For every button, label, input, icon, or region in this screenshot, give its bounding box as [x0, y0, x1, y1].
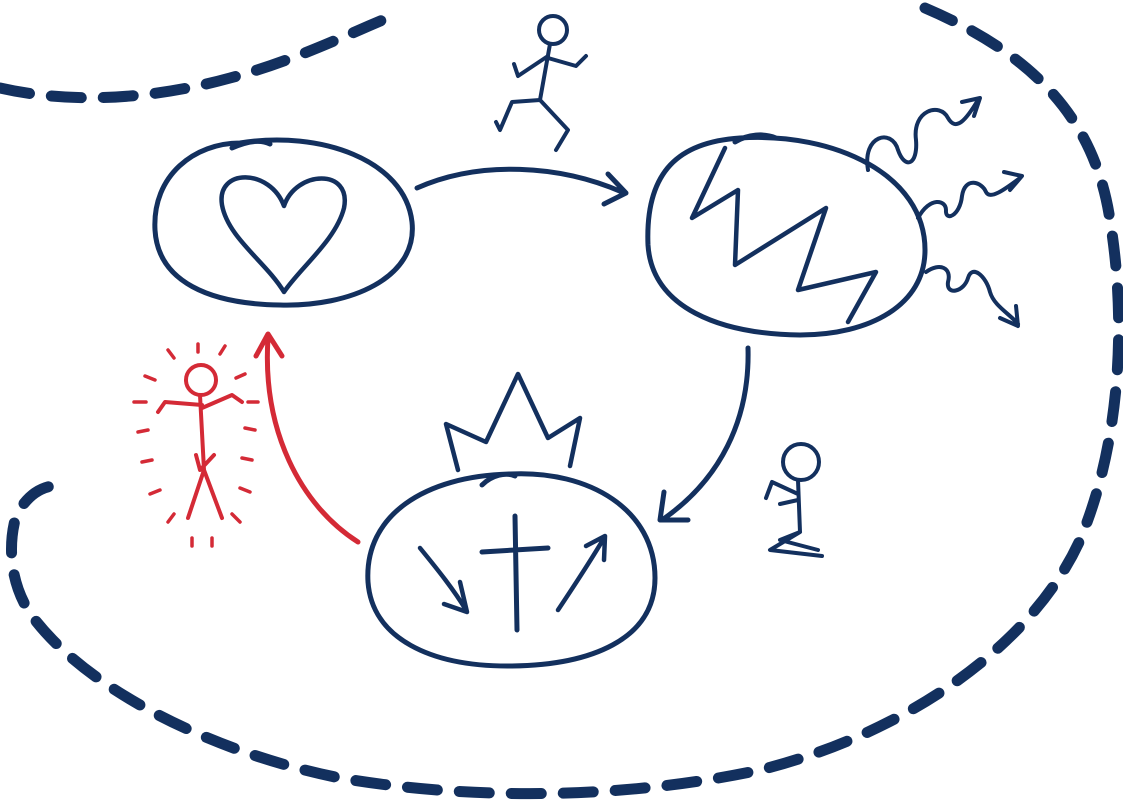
squiggle-arrow-bottom — [926, 267, 1018, 326]
zigzag-crack-icon — [692, 148, 876, 322]
running-person-icon — [496, 16, 586, 150]
up-arrow-icon — [558, 536, 605, 610]
squiggle-arrow-top — [867, 98, 980, 170]
arrow-broken-to-cross — [660, 348, 748, 520]
dashed-boundary-top-left — [0, 16, 392, 98]
kneeling-person-icon — [766, 444, 822, 556]
arrow-heart-to-broken — [417, 169, 626, 204]
heart-node — [155, 140, 413, 305]
squiggle-arrow-middle — [918, 172, 1022, 218]
heart-node-circle — [155, 140, 413, 305]
radiant-person-icon — [134, 344, 258, 546]
cross-icon — [482, 516, 548, 630]
crown-icon — [446, 374, 580, 470]
cross-node-circle — [368, 474, 655, 666]
heart-icon — [222, 177, 345, 292]
arrow-cross-to-heart — [256, 334, 358, 542]
down-arrow-icon — [420, 548, 467, 612]
cross-node — [368, 374, 655, 666]
radiance-rays — [134, 344, 258, 546]
broken-node — [648, 98, 1022, 335]
